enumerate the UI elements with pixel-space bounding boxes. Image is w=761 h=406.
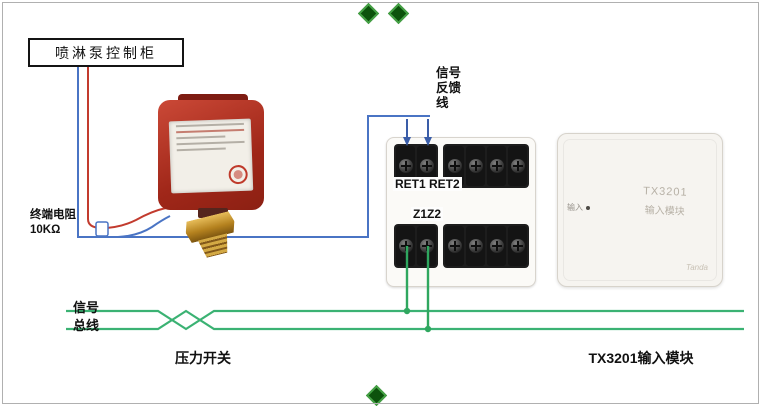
terminal-strip-bottom [394, 224, 529, 268]
terminal-resistor-symbol [95, 221, 109, 237]
input-led-icon [586, 205, 590, 210]
terminal-screw [396, 146, 415, 186]
junction-dot [424, 325, 432, 333]
terminal-pair-block [394, 224, 438, 268]
pressure-switch-caption: 压力开关 [175, 350, 231, 366]
junction-dot [403, 307, 411, 315]
module-inner-outline [563, 139, 717, 281]
terminal-resistor-label: 终端电阻 10KΩ [30, 209, 76, 236]
terminal-screw [445, 146, 464, 186]
blue-wire-switch [117, 215, 171, 238]
module-port-label: 输入 [567, 202, 590, 213]
terminal-screw [487, 226, 506, 266]
ret1-ret2-label: RET1 RET2 [393, 177, 462, 191]
terminal-screw [417, 146, 436, 186]
down-arrow-icon [403, 137, 411, 146]
terminal-screw [508, 146, 527, 186]
blue-wire [77, 62, 430, 238]
terminal-screw [445, 226, 464, 266]
terminal-screw [466, 226, 485, 266]
pressure-switch-image [158, 94, 270, 250]
terminal-screw [396, 226, 415, 266]
terminal-screw [466, 146, 485, 186]
spray-pump-cabinet-label: 喷淋泵控制柜 [28, 38, 184, 67]
red-wire [87, 62, 167, 230]
signal-feedback-label: 信号反馈线 [436, 66, 462, 110]
terminal-screw [417, 226, 436, 266]
switch-neck [198, 208, 228, 218]
terminal-screw [487, 146, 506, 186]
signal-bus-line-1 [66, 309, 744, 331]
module-port-text: 输入 [567, 203, 583, 212]
terminal-block [386, 137, 536, 287]
terminal-quad-block [443, 224, 529, 268]
module-caption: TX3201输入模块 [588, 350, 694, 366]
down-arrow-icon [424, 137, 432, 146]
module-brand: Tanda [686, 263, 708, 272]
terminal-screw [508, 226, 527, 266]
switch-top-cap [178, 94, 248, 104]
signal-bus-line-2 [66, 309, 744, 331]
tx3201-module: TX3201 输入模块 输入 Tanda [557, 133, 723, 287]
signal-bus-label: 信号总线 [73, 300, 100, 334]
z1z2-label: Z1Z2 [411, 207, 444, 221]
